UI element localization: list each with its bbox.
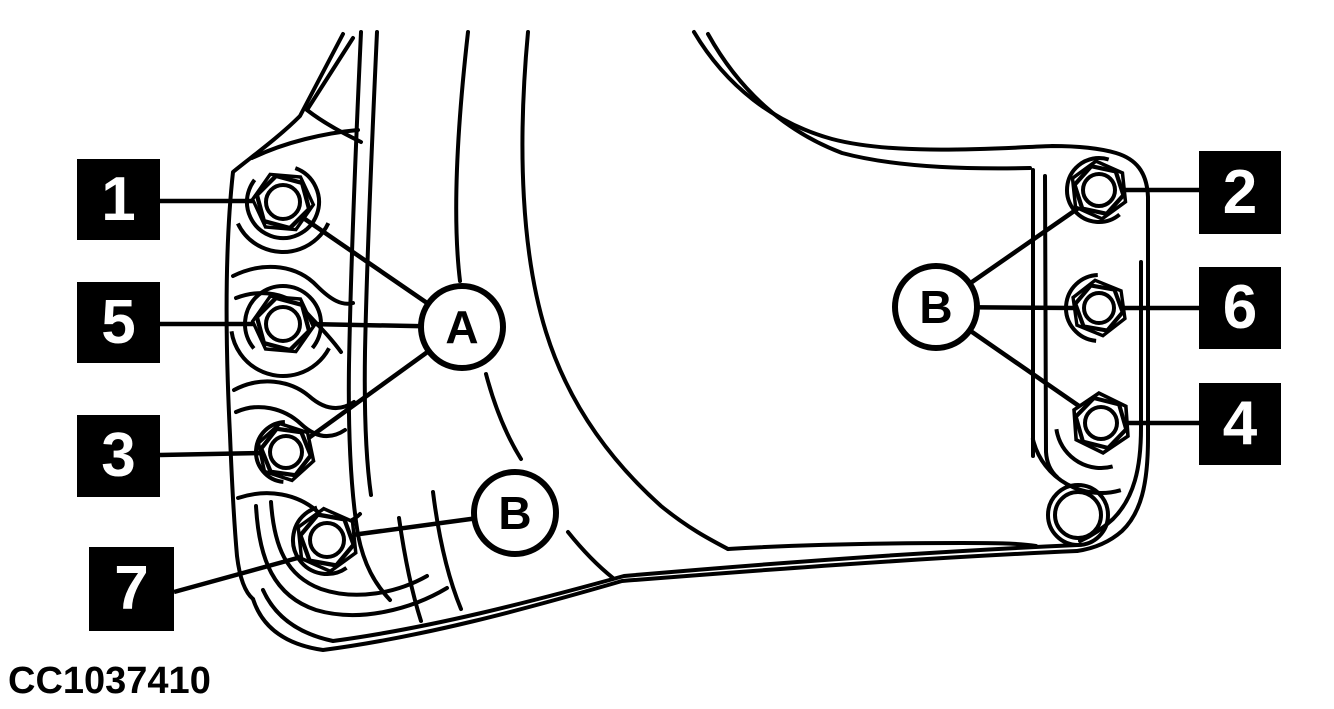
hex-nut-3 bbox=[248, 417, 324, 487]
callout-box-2: 2 bbox=[1199, 151, 1281, 234]
figure-code-caption: CC1037410 bbox=[8, 660, 211, 702]
top-collar-inner bbox=[706, 32, 1032, 171]
housing-line-art bbox=[224, 30, 1150, 652]
callout-label-3: 3 bbox=[101, 421, 136, 490]
callout-box-4: 4 bbox=[1199, 383, 1281, 465]
callout-box-3: 3 bbox=[77, 415, 160, 497]
left-flange-beak-inner bbox=[305, 36, 355, 112]
marker-label-a: A bbox=[445, 301, 479, 353]
callout-label-5: 5 bbox=[101, 287, 136, 357]
left-flange-inner-edge-1 bbox=[346, 30, 392, 602]
left-flange-inner-edge-2 bbox=[362, 30, 379, 497]
marker-circle-b-left: B bbox=[471, 469, 559, 557]
left-flange-outer-edge bbox=[224, 32, 345, 601]
bottom-edge-outer bbox=[251, 549, 1079, 652]
hex-nut-6 bbox=[1062, 273, 1136, 343]
body-curve-1a bbox=[454, 30, 470, 283]
hex-nut-7 bbox=[285, 500, 369, 580]
boss-arc-nut4-a bbox=[1054, 376, 1148, 470]
nut-1-bore bbox=[264, 183, 302, 221]
marker-label-b-left: B bbox=[498, 487, 532, 539]
callout-label-7: 7 bbox=[114, 554, 149, 623]
bottom-edge-inner bbox=[261, 543, 1080, 643]
callout-label-4: 4 bbox=[1222, 389, 1258, 458]
body-curve-1b bbox=[484, 372, 523, 461]
fasteners bbox=[248, 153, 1142, 580]
pocket-vertical-1 bbox=[397, 516, 423, 623]
callout-label-2: 2 bbox=[1222, 157, 1258, 227]
top-collar-and-right-flange-outer bbox=[692, 30, 1150, 553]
marker-circle-a: A bbox=[418, 283, 506, 371]
callout-box-1: 1 bbox=[77, 159, 160, 240]
body-curve-2 bbox=[520, 30, 730, 551]
leader-callout-7 bbox=[173, 551, 313, 595]
pocket-curve-outer bbox=[254, 504, 449, 617]
callout-box-5: 5 bbox=[77, 282, 160, 363]
web-curve-1 bbox=[231, 264, 355, 306]
boss-arc-nut1-b bbox=[231, 150, 335, 254]
nut-2-bore bbox=[1081, 172, 1117, 208]
nut-3-bore bbox=[268, 434, 304, 470]
marker-label-b-right: B bbox=[919, 281, 953, 333]
body-curve-1c bbox=[566, 530, 615, 580]
callout-box-7: 7 bbox=[89, 547, 174, 631]
callout-box-6: 6 bbox=[1199, 267, 1281, 349]
flange-hole-inner bbox=[1053, 490, 1103, 540]
hex-nut-4 bbox=[1060, 384, 1142, 462]
web-curve-4 bbox=[234, 405, 347, 438]
hex-nut-5 bbox=[248, 294, 318, 353]
nut-5-bore bbox=[264, 305, 302, 343]
flange-hole bbox=[1046, 483, 1110, 547]
leader-callout-3 bbox=[159, 450, 265, 458]
flange-hole-outer bbox=[1046, 483, 1110, 547]
marker-circle-b-right: B bbox=[892, 263, 980, 351]
boss-arcs bbox=[229, 150, 1173, 576]
left-flange-ridge-2 bbox=[250, 128, 360, 160]
boss-arc-nut5-a bbox=[242, 284, 323, 364]
web-curve-3 bbox=[232, 379, 356, 410]
callout-label-6: 6 bbox=[1222, 273, 1258, 342]
boss-arc-nut3 bbox=[254, 420, 319, 484]
hex-nut-1 bbox=[248, 172, 318, 231]
bottom-face-line bbox=[726, 541, 1038, 551]
nut-7-bore bbox=[308, 521, 346, 559]
nut-6-bore bbox=[1082, 291, 1116, 325]
pocket-curve-inner bbox=[269, 500, 429, 597]
pocket-vertical-2 bbox=[431, 490, 463, 611]
boss-arc-nut4-b bbox=[1029, 351, 1173, 495]
nut-4-bore bbox=[1083, 405, 1119, 441]
callout-label-1: 1 bbox=[101, 164, 136, 234]
boss-arc-nut5-b bbox=[229, 270, 337, 378]
hex-nut-2 bbox=[1060, 153, 1138, 227]
